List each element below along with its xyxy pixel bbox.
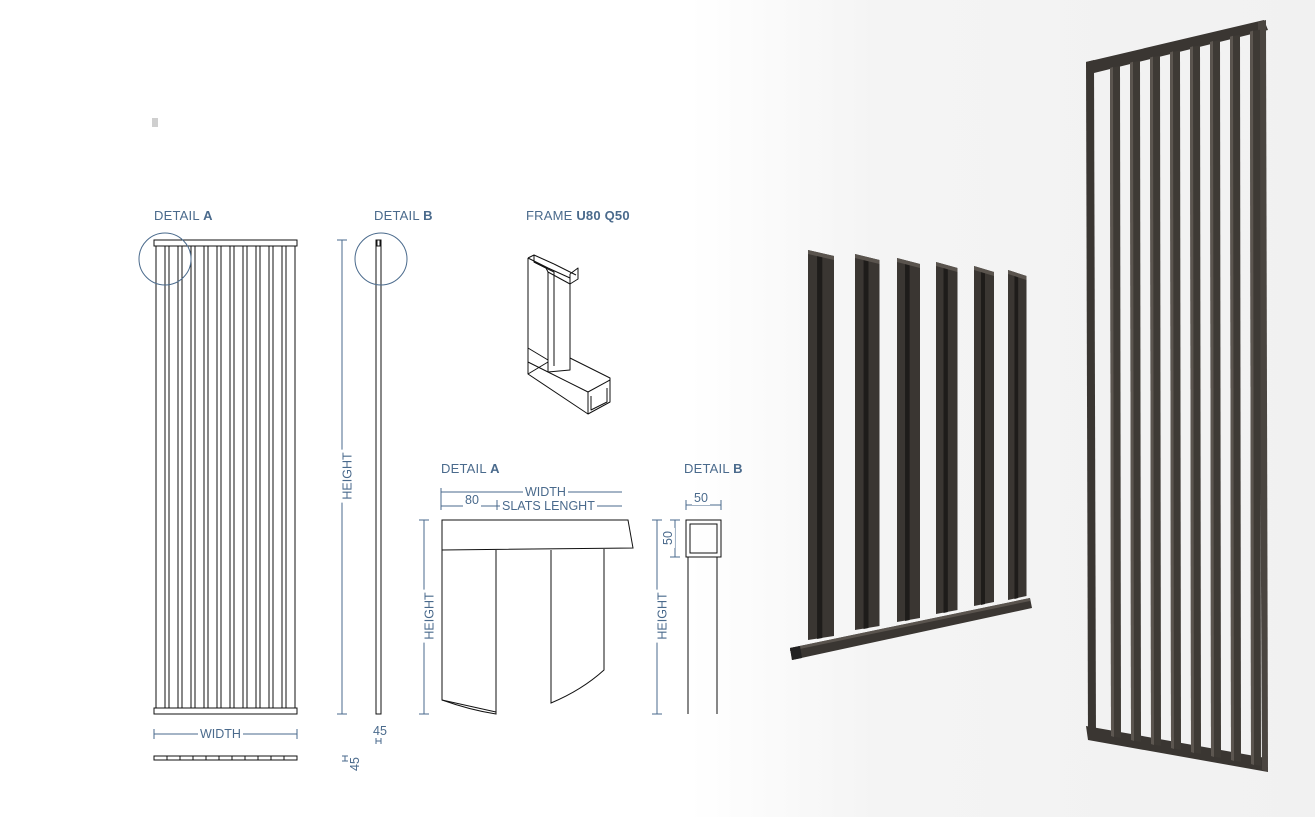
detail-b-top-label: DETAIL B <box>374 208 433 223</box>
detail-b-width-text: 50 <box>692 491 710 505</box>
detail-a-mid-label: DETAIL A <box>441 461 500 476</box>
render-slat-top <box>855 254 880 264</box>
render-slat-shadow <box>863 257 869 629</box>
render-tall-slat-highlight <box>1130 61 1134 742</box>
render-slat-shadow <box>981 269 985 605</box>
slat <box>194 245 205 709</box>
frame-profile <box>527 254 611 415</box>
render-slat-top <box>808 250 834 260</box>
side-thickness-dimension <box>342 738 382 762</box>
render-slat-top <box>897 258 920 268</box>
detail-a-callout <box>138 232 192 286</box>
render-slat-top <box>1008 270 1027 280</box>
front-elevation <box>153 239 298 715</box>
top-rail <box>153 239 298 247</box>
detail-a-offset-text: 80 <box>463 493 481 507</box>
detail-b-height-text: HEIGHT <box>655 589 670 643</box>
frame-label: FRAME U80 Q50 <box>526 208 630 223</box>
render-short-fence <box>790 250 1032 660</box>
detail-a-top-label: DETAIL A <box>154 208 213 223</box>
detail-b-depth-text: 50 <box>660 528 675 548</box>
slat <box>220 245 231 709</box>
artifact-mark <box>152 118 158 127</box>
render-tall-panel <box>1086 20 1268 772</box>
detail-a-drawing <box>441 519 634 715</box>
render-tall-slat-highlight <box>1170 51 1174 749</box>
slat <box>246 245 257 709</box>
detail-a-width-text: WIDTH <box>523 485 568 499</box>
render-slat-shadow <box>1014 273 1019 599</box>
slat <box>285 245 296 709</box>
render-slat-shadow <box>905 261 910 621</box>
detail-b-callout <box>354 232 408 286</box>
detail-a-slats-text: SLATS LENGHT <box>500 499 597 513</box>
render-tall-slat-highlight <box>1150 56 1154 746</box>
render-slat-shadow <box>817 253 823 639</box>
side-elevation <box>375 239 382 715</box>
detail-b-mid-label: DETAIL B <box>684 461 743 476</box>
render-tall-slat-highlight <box>1230 35 1234 762</box>
slat <box>181 245 192 709</box>
side-thickness-text: 45 <box>371 724 389 738</box>
render-tall-slat-highlight <box>1210 41 1214 757</box>
bottom-thickness-text: 45 <box>347 754 362 774</box>
main-width-text: WIDTH <box>198 727 243 741</box>
slat <box>272 245 283 709</box>
slat <box>259 245 270 709</box>
slat <box>168 245 179 709</box>
bottom-rail <box>153 707 298 715</box>
render-tall-slat-highlight <box>1110 67 1114 737</box>
render-slat-shadow <box>943 265 948 613</box>
render-tall-slat-highlight <box>1190 46 1194 753</box>
slat <box>207 245 218 709</box>
detail-a-height-text: HEIGHT <box>422 589 437 643</box>
render-slat-top <box>974 266 994 276</box>
main-height-text: HEIGHT <box>340 449 355 503</box>
slat <box>155 245 166 709</box>
render-tall-slat-highlight <box>1250 30 1254 766</box>
plan-strip <box>153 755 298 761</box>
render-slat-top <box>936 262 958 272</box>
slats <box>155 245 296 709</box>
detail-b-drawing <box>685 519 722 714</box>
slat <box>233 245 244 709</box>
